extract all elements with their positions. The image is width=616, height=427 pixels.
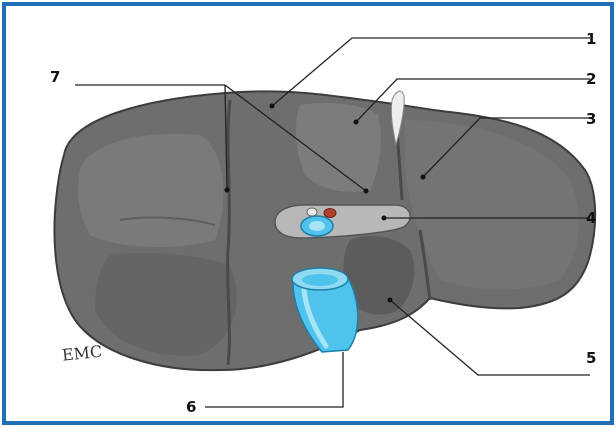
leader-end-5 [388,298,393,303]
vena-cava-lumen [302,274,338,286]
leader-end-7a [225,188,230,193]
label-4: 4 [586,209,596,227]
bile-duct-section [307,208,317,216]
left-lobe-highlight [78,134,223,247]
label-5: 5 [586,349,596,367]
label-2: 2 [586,70,596,88]
label-3: 3 [586,110,596,128]
umbilical-fissure [228,100,230,365]
label-6: 6 [186,398,196,416]
label-7: 7 [50,68,60,86]
leader-end-7b [364,189,369,194]
leader-end-4 [382,216,387,221]
hepatic-artery-section [324,209,336,218]
leader-end-2 [354,120,359,125]
leader-end-3 [421,175,426,180]
label-1: 1 [586,30,596,48]
leader-end-1 [270,104,275,109]
portal-vein-lumen [309,221,325,231]
